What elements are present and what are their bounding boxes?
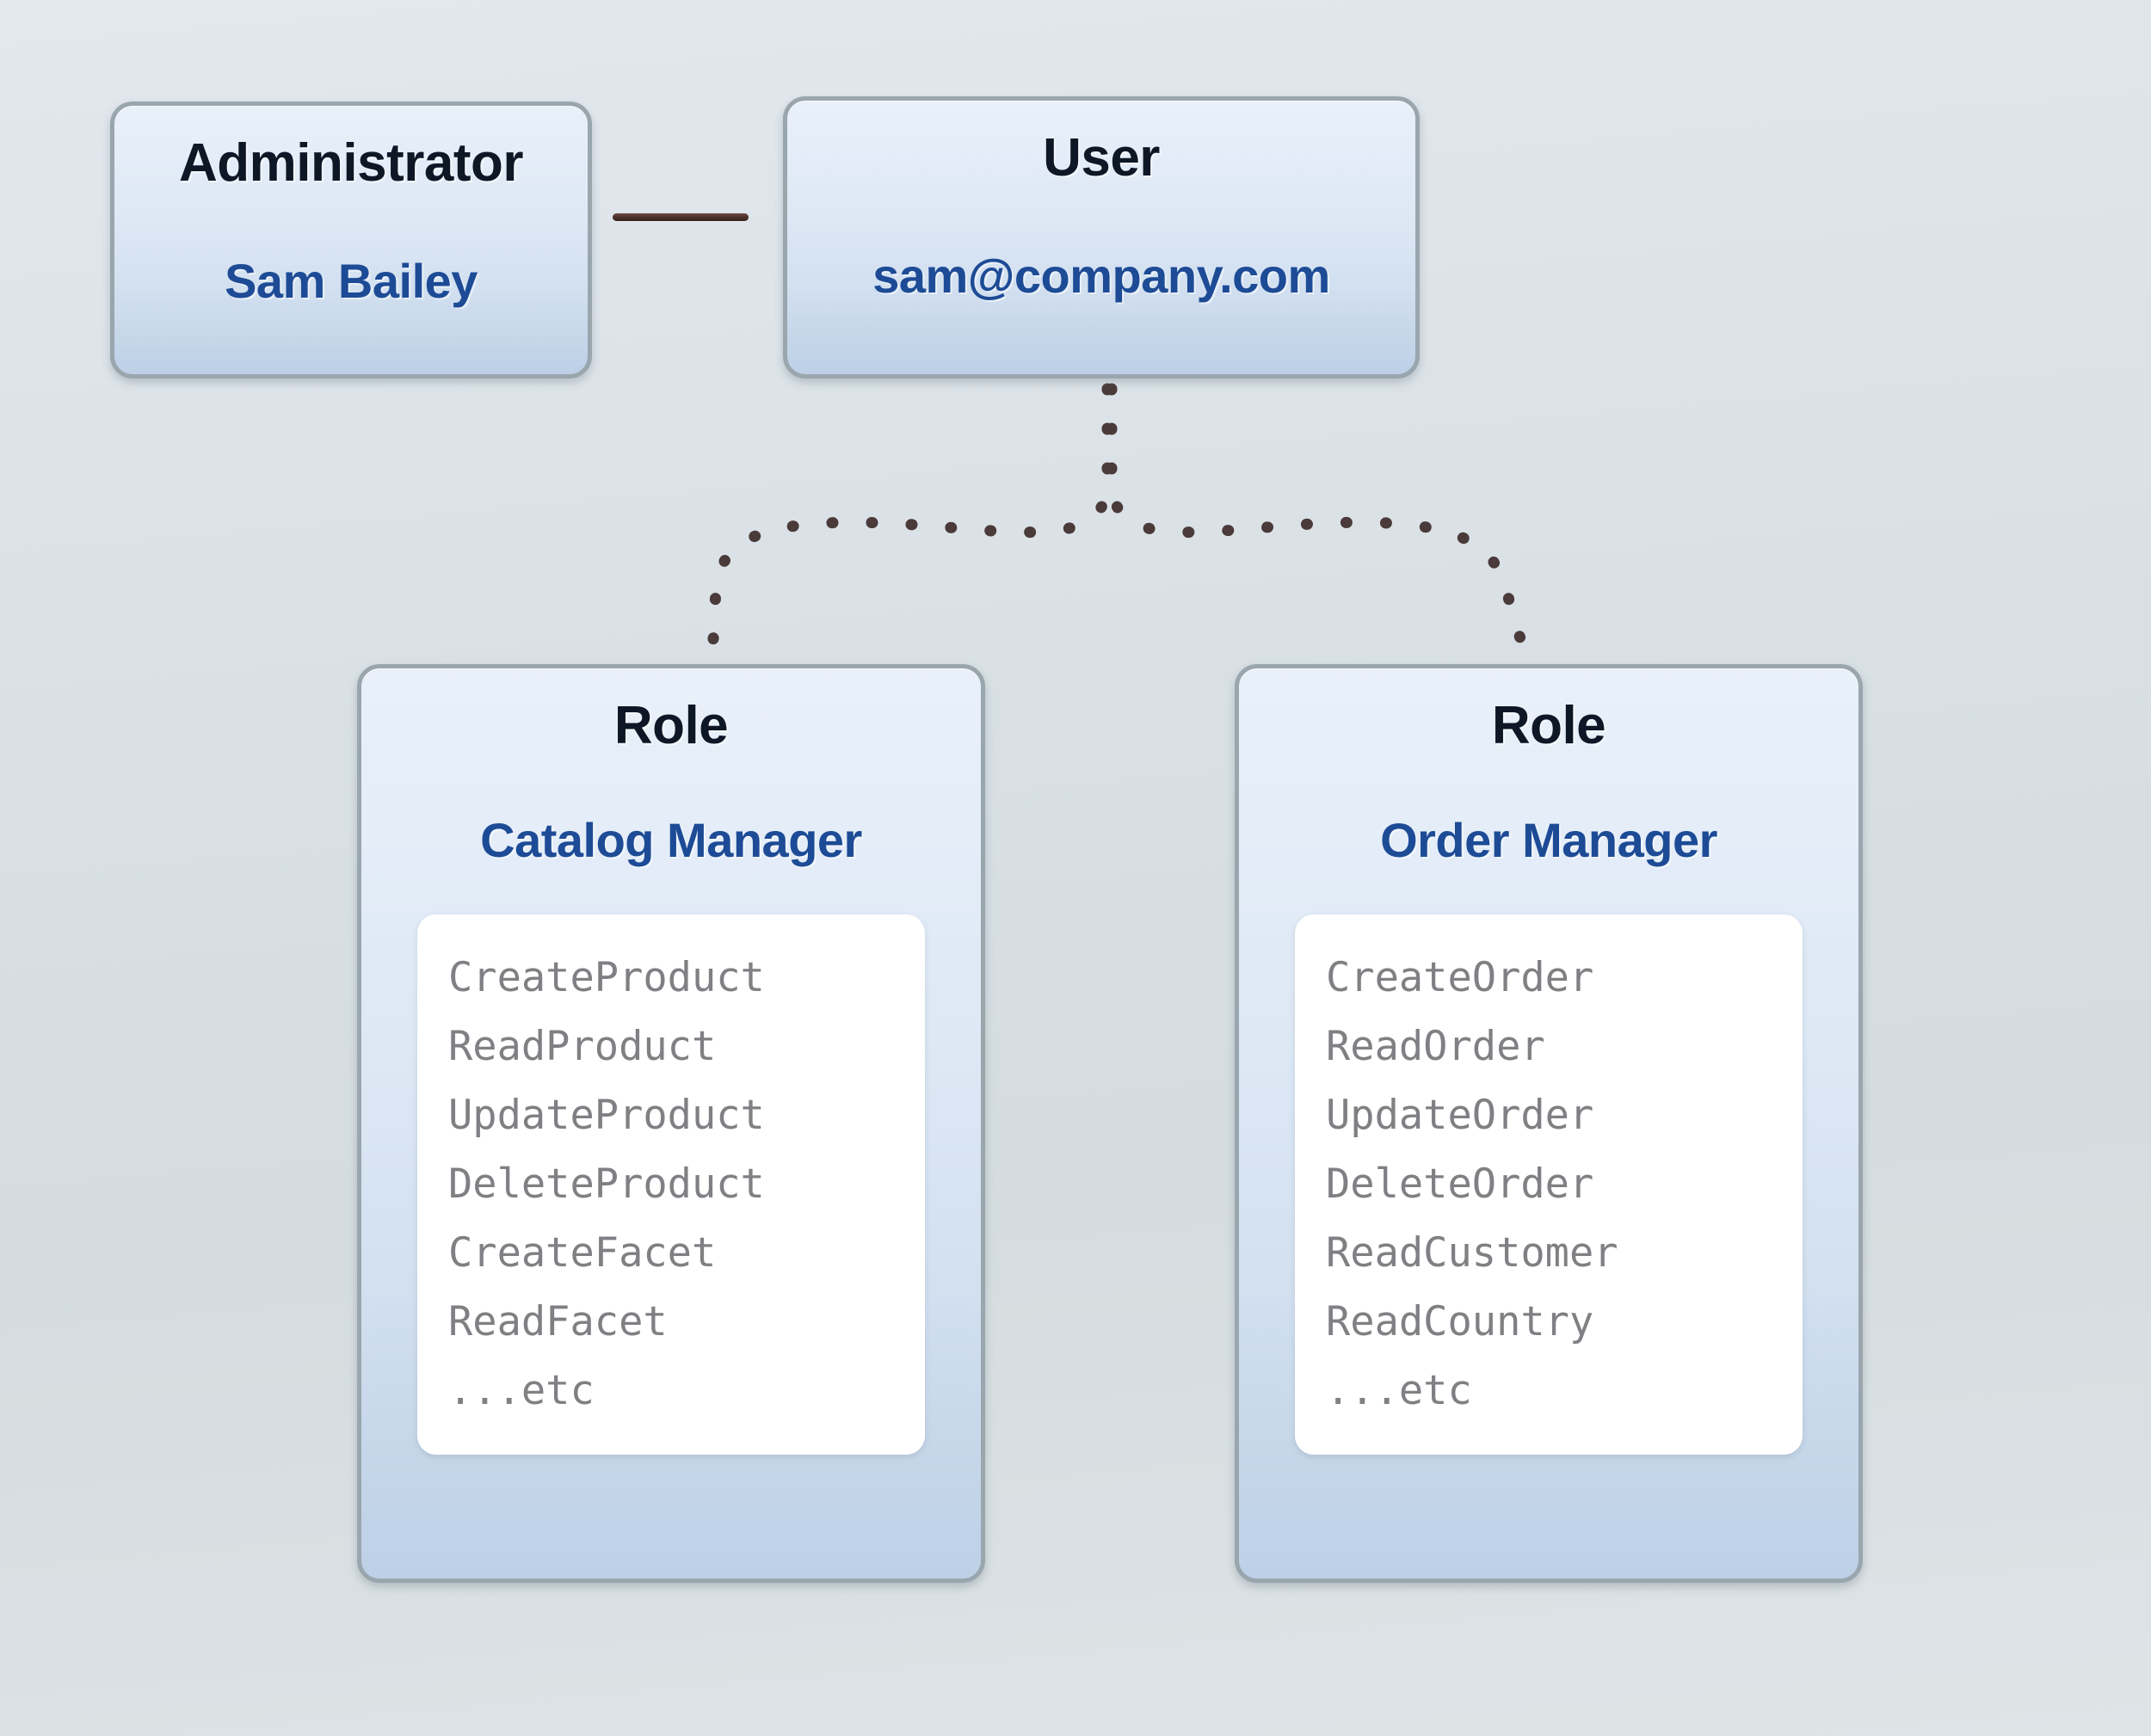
permission-item: DeleteOrder <box>1326 1160 1594 1208</box>
node-user-value: sam@company.com <box>872 249 1330 303</box>
node-role-order-type: Role <box>1491 696 1606 755</box>
permission-item: UpdateOrder <box>1326 1092 1594 1139</box>
edge-user-to-role-order <box>1106 383 1529 649</box>
node-administrator[interactable]: Administrator Sam Bailey <box>110 102 592 379</box>
permission-item: ReadFacet <box>448 1298 668 1345</box>
node-role-catalog-type: Role <box>613 696 729 755</box>
node-role-catalog-value: Catalog Manager <box>480 813 862 867</box>
permission-item: ReadOrder <box>1326 1023 1545 1070</box>
permission-item: CreateOrder <box>1326 954 1594 1001</box>
edge-administrator-to-user <box>613 213 749 221</box>
node-user[interactable]: User sam@company.com <box>783 96 1420 379</box>
node-administrator-value: Sam Bailey <box>225 254 478 308</box>
permission-item: ...etc <box>1326 1367 1472 1414</box>
permission-item: ReadCountry <box>1326 1298 1594 1345</box>
permission-item: UpdateProduct <box>448 1092 765 1139</box>
permission-item: DeleteProduct <box>448 1160 765 1208</box>
edge-user-to-role-catalog <box>706 383 1113 649</box>
permission-item: ...etc <box>448 1367 595 1414</box>
permission-item: CreateProduct <box>448 954 765 1001</box>
permission-item: ReadProduct <box>448 1023 717 1070</box>
node-administrator-type: Administrator <box>179 133 523 193</box>
permission-item: ReadCustomer <box>1326 1229 1618 1277</box>
node-role-order-value: Order Manager <box>1380 813 1717 867</box>
permission-item: CreateFacet <box>448 1229 717 1277</box>
node-user-type: User <box>1043 128 1160 188</box>
